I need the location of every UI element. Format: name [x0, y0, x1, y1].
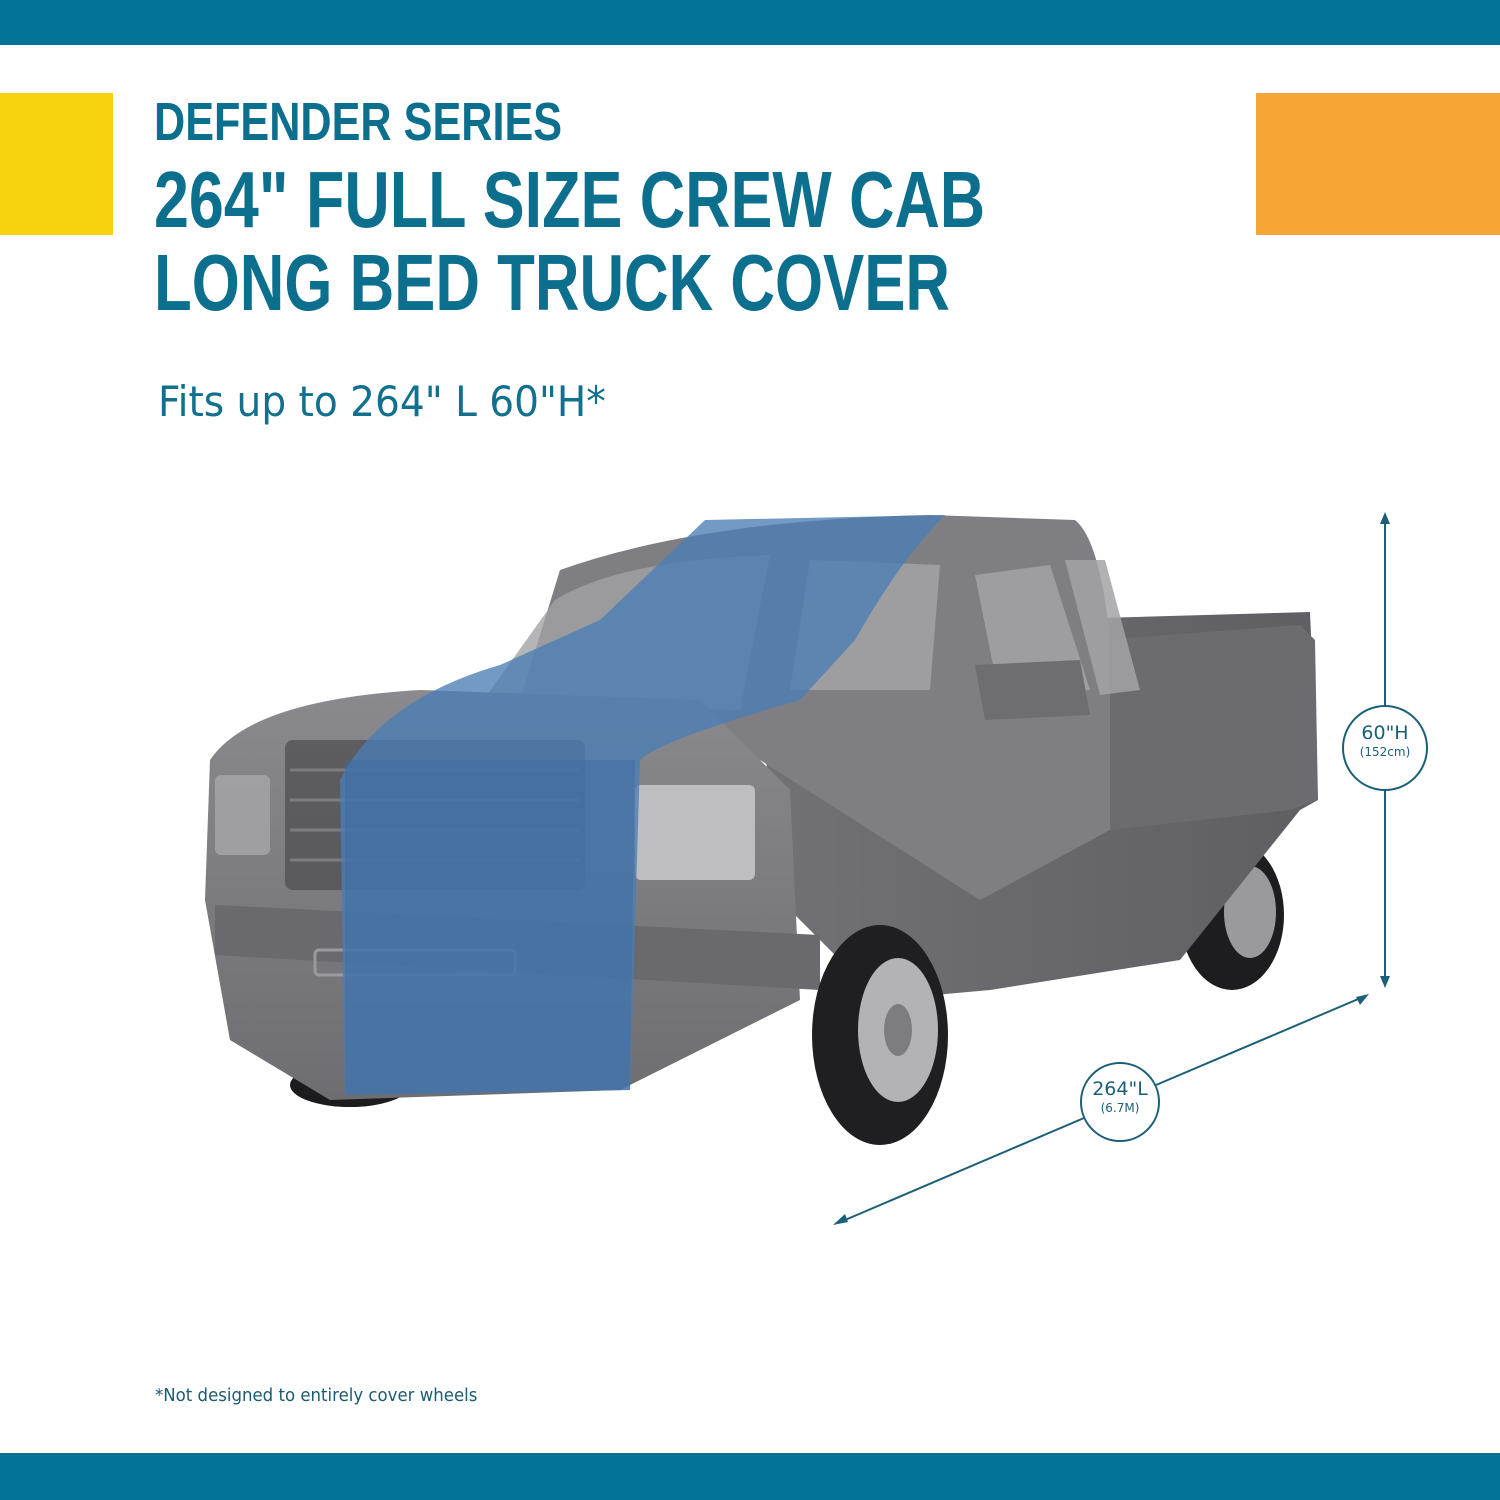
height-dimension-arrow — [1342, 512, 1428, 988]
height-cm: (152cm) — [1359, 745, 1411, 759]
height-dimension-label: 60"H (152cm) — [1343, 722, 1427, 760]
yellow-accent-block — [0, 93, 113, 235]
truck-icon — [205, 515, 1318, 1145]
product-title-line-1: 264" FULL SIZE CREW CAB — [154, 155, 986, 244]
length-dimension-arrow — [833, 994, 1369, 1225]
bottom-banner-bar — [0, 1453, 1500, 1500]
orange-accent-block — [1256, 93, 1500, 235]
fit-size-text: Fits up to 264" L 60"H* — [158, 377, 606, 426]
top-banner-bar — [0, 0, 1500, 45]
series-label: DEFENDER SERIES — [154, 92, 563, 152]
truck-cover-image — [205, 515, 1318, 1145]
length-inches: 264"L — [1092, 1078, 1148, 1100]
footnote-disclaimer: *Not designed to entirely cover wheels — [155, 1385, 478, 1406]
length-meters: (6.7M) — [1100, 1101, 1140, 1115]
height-inches: 60"H — [1361, 722, 1409, 744]
product-title-line-2: LONG BED TRUCK COVER — [154, 238, 951, 327]
length-dimension-label: 264"L (6.7M) — [1080, 1078, 1160, 1116]
